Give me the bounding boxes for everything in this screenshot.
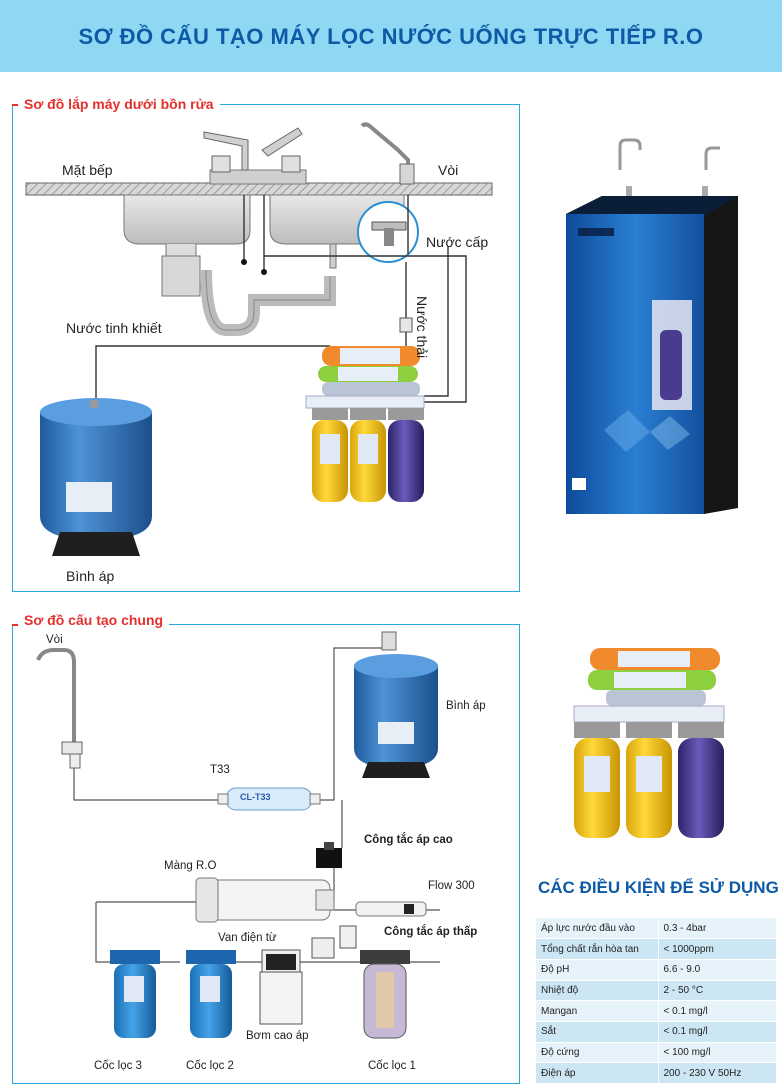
condition-label: Áp lực nước đầu vào — [536, 918, 659, 940]
section-marker — [12, 104, 22, 106]
section-marker — [12, 624, 22, 626]
label-t33: T33 — [210, 764, 230, 776]
ro-unit-top — [305, 346, 425, 502]
structure-frame — [12, 624, 520, 1084]
filter-housing-3 — [110, 950, 160, 1038]
high-pressure-switch-icon — [316, 848, 342, 868]
flow-restrictor — [355, 901, 427, 917]
faucet-icon — [36, 648, 76, 750]
pressure-tank-top — [40, 398, 152, 556]
t33-cartridge — [217, 787, 321, 811]
table-row: Sắt< 0.1 mg/l — [536, 1021, 776, 1043]
low-pressure-switch-icon — [339, 925, 357, 949]
condition-value: < 1000ppm — [658, 938, 776, 960]
label-booster-pump: Bơm cao áp — [246, 1030, 309, 1042]
condition-value: < 0.1 mg/l — [658, 1000, 776, 1022]
label-filter3: Cốc lọc 3 — [94, 1060, 142, 1072]
ro-faucet-icon — [360, 122, 410, 183]
label-countertop: Mặt bếp — [62, 162, 113, 178]
condition-value: 0.3 - 4bar — [658, 918, 776, 940]
under-sink-frame — [12, 104, 520, 592]
header-banner — [0, 0, 782, 72]
label-pressure-tank-structure: Bình áp — [446, 700, 486, 712]
label-high-pressure-switch: Công tắc áp cao — [364, 834, 453, 846]
filter-housing-1 — [360, 950, 410, 1039]
countertop-slab — [25, 182, 493, 196]
condition-value: < 0.1 mg/l — [658, 1021, 776, 1043]
label-faucet-structure: Vòi — [46, 634, 63, 646]
condition-label: Tổng chất rắn hòa tan — [536, 938, 659, 960]
label-waste-water: Nước thải — [414, 296, 430, 359]
label-solenoid-valve: Van điện từ — [218, 932, 277, 944]
condition-value: 2 - 50 °C — [658, 980, 776, 1002]
condition-label: Sắt — [536, 1021, 659, 1043]
cabinet-product-image — [566, 138, 738, 514]
table-row: Mangan< 0.1 mg/l — [536, 1000, 776, 1022]
label-pressure-tank: Bình áp — [66, 568, 115, 584]
label-ro-membrane: Màng R.O — [164, 860, 217, 872]
conditions-title: CÁC ĐIỀU KIỆN ĐỂ SỬ DỤNG MÁY — [538, 878, 782, 897]
page-title: SƠ ĐỒ CẤU TẠO MÁY LỌC NƯỚC UỐNG TRỰC TIẾ… — [78, 24, 704, 49]
ro-membrane-housing — [195, 877, 335, 923]
condition-value: 6.6 - 9.0 — [658, 959, 776, 981]
condition-label: Độ cứng — [536, 1042, 659, 1064]
pressure-tank-bottom — [354, 654, 438, 778]
sink-faucet-base — [209, 169, 307, 185]
label-filter2: Cốc lọc 2 — [186, 1060, 234, 1072]
label-low-pressure-switch: Công tắc áp thấp — [384, 926, 478, 938]
condition-label: Nhiệt độ — [536, 980, 659, 1002]
table-row: Tổng chất rắn hòa tan< 1000ppm — [536, 938, 776, 960]
section-title-structure: Sơ đồ cấu tạo chung — [18, 612, 170, 628]
solenoid-valve-icon — [311, 937, 335, 959]
label-faucet: Vòi — [438, 162, 459, 178]
filter-housing-2 — [186, 950, 236, 1038]
label-flow: Flow 300 — [428, 880, 475, 892]
condition-label: Điện áp — [536, 1062, 659, 1084]
table-row: Độ cứng< 100 mg/l — [536, 1042, 776, 1064]
condition-value: < 100 mg/l — [658, 1042, 776, 1064]
condition-value: 200 - 230 V 50Hz — [658, 1062, 776, 1084]
label-t33-cartridge: CL-T33 — [240, 792, 271, 802]
label-pure-water: Nước tinh khiết — [66, 320, 162, 336]
ro-unit-product-image — [573, 648, 725, 838]
label-supply-water: Nước cấp — [426, 234, 489, 250]
condition-label: Độ pH — [536, 959, 659, 981]
booster-pump-icon — [259, 949, 303, 1025]
condition-label: Mangan — [536, 1000, 659, 1022]
label-filter1: Cốc lọc 1 — [368, 1060, 416, 1072]
section-title-under-sink: Sơ đồ lắp máy dưới bồn rửa — [18, 96, 220, 112]
